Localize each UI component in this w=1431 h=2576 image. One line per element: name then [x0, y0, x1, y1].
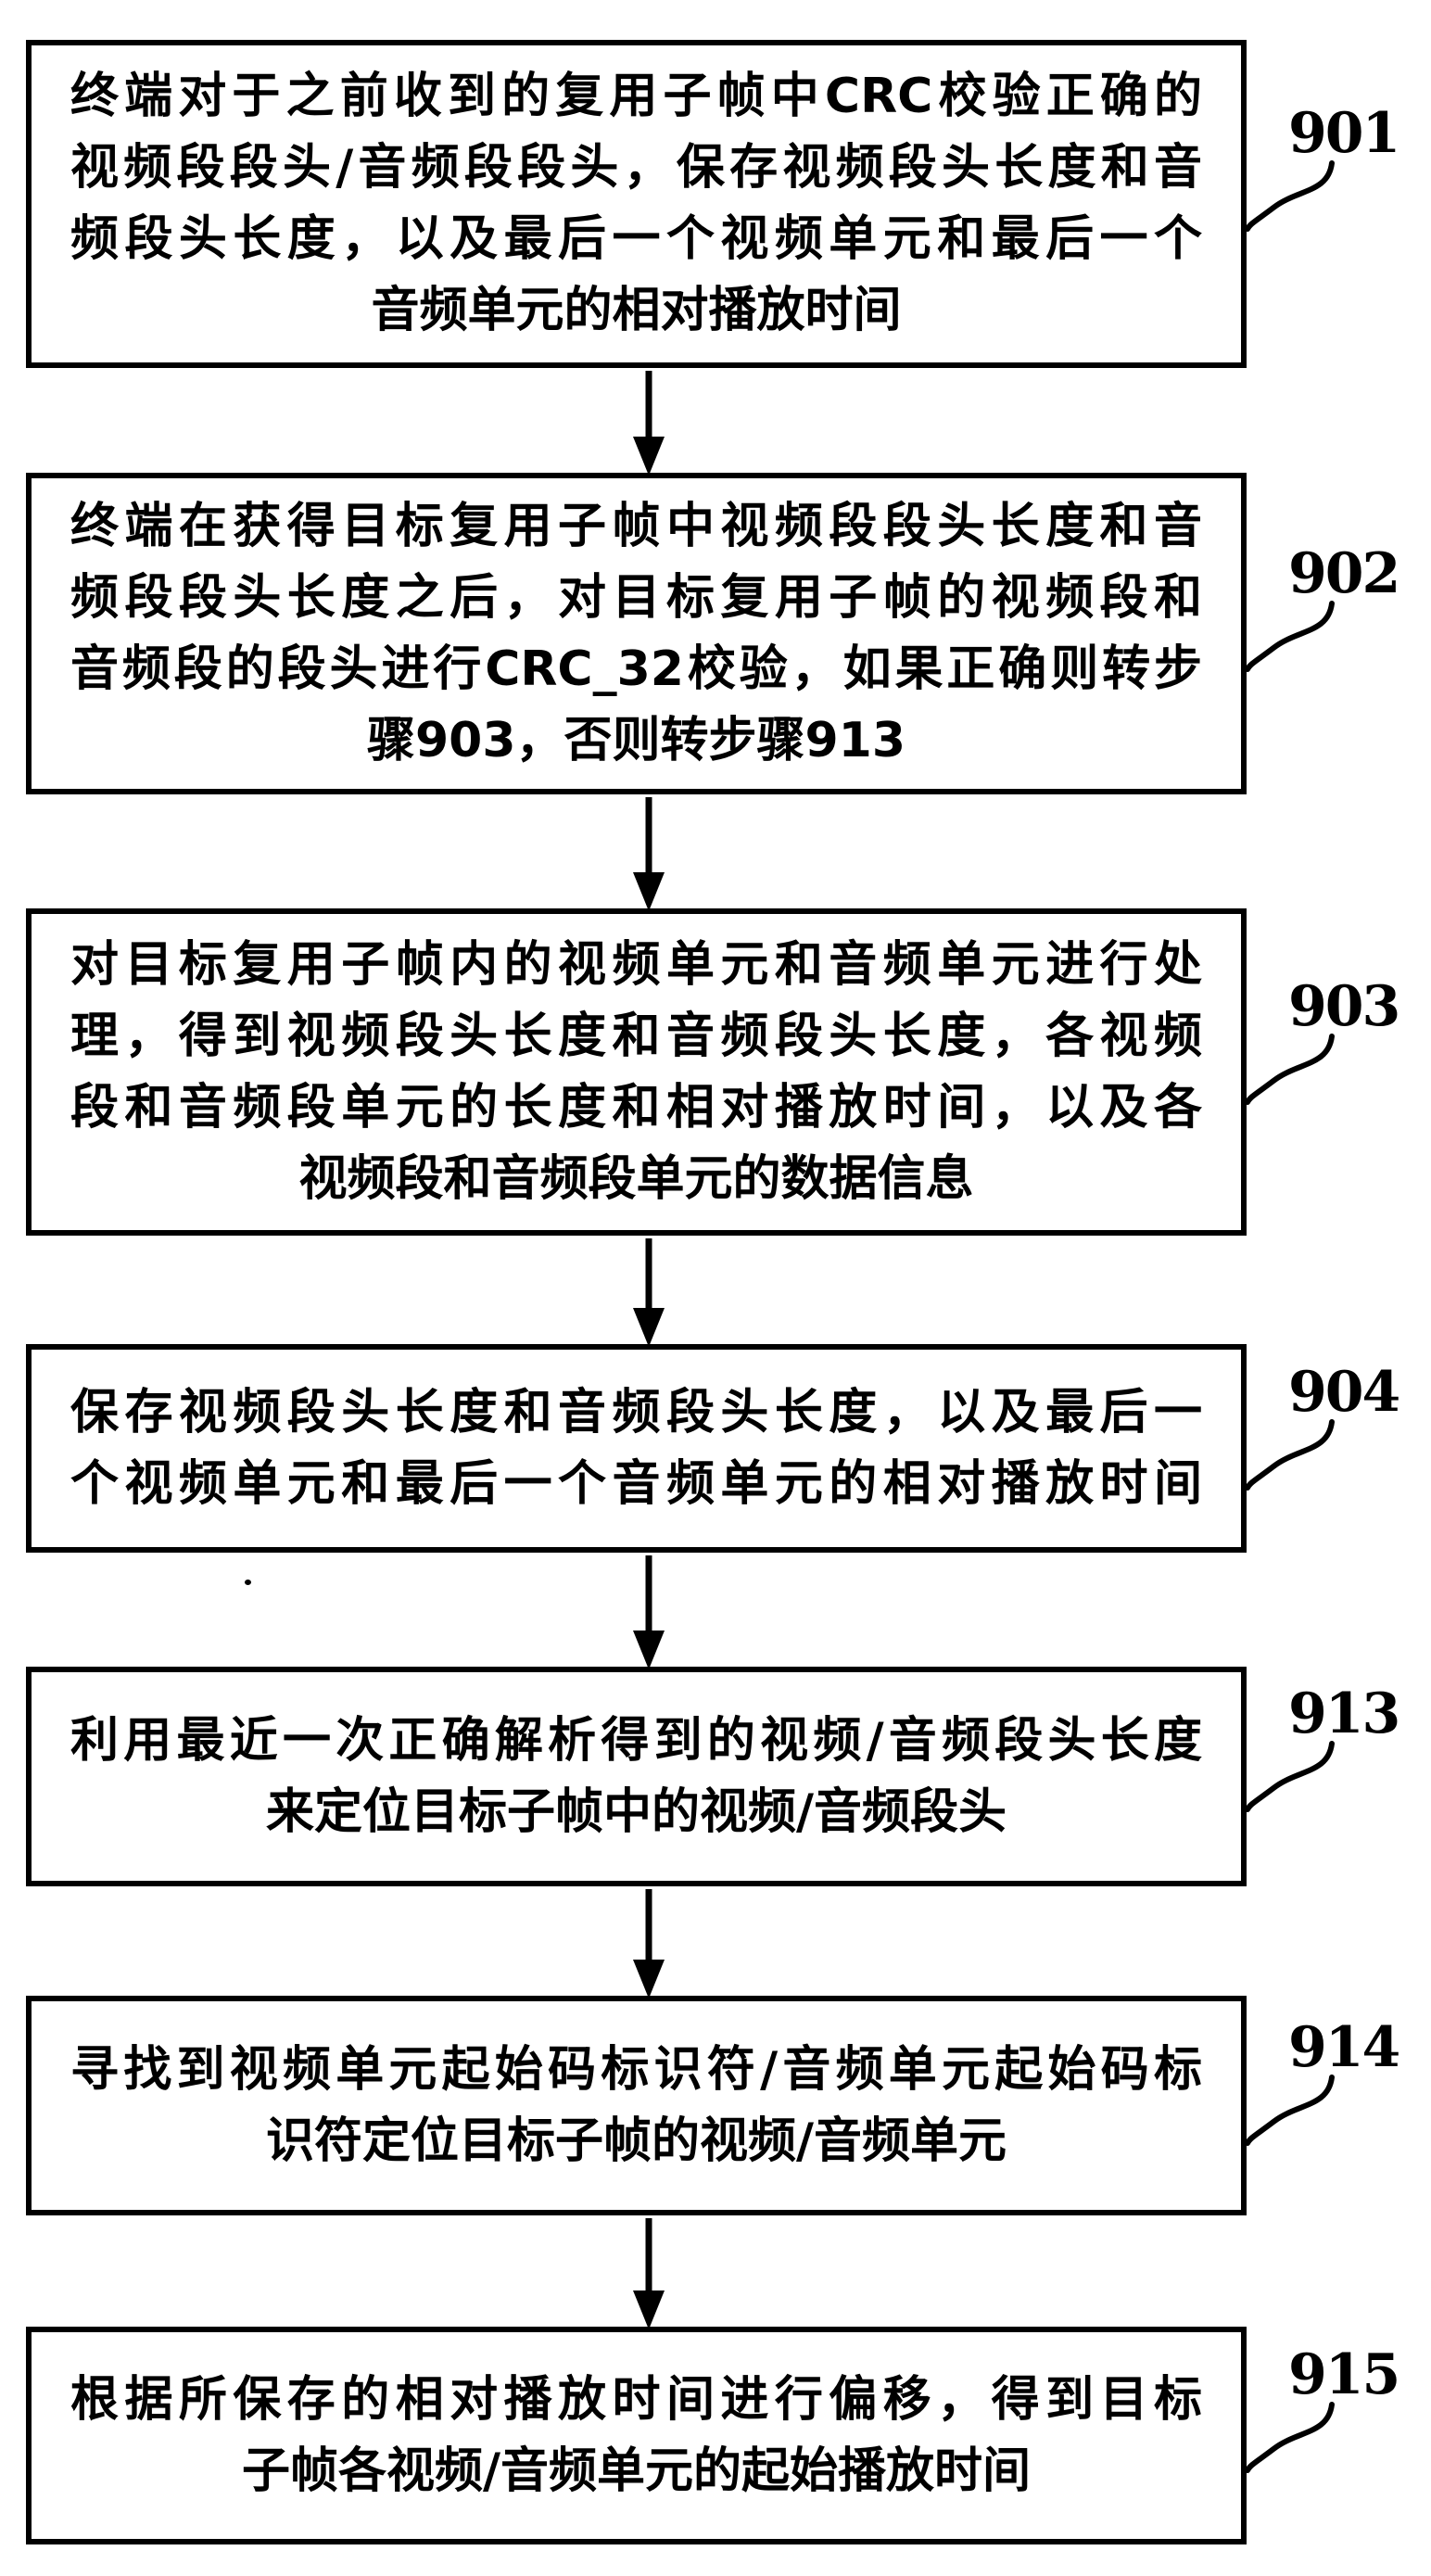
step-text-line: 终端在获得目标复用子帧中视频段段头长度和音 — [70, 498, 1202, 554]
label-leader-line-904 — [1245, 1419, 1335, 1491]
flow-step-903: 对目标复用子帧内的视频单元和音频单元进行处 理，得到视频段头长度和音频段头长度，… — [26, 908, 1247, 1236]
step-text-line: 根据所保存的相对播放时间进行偏移，得到目标 — [70, 2371, 1202, 2428]
step-number-913: 913 — [1288, 1681, 1400, 1746]
step-text-line: 识符定位目标子帧的视频/音频单元 — [266, 2113, 1007, 2169]
step-text-line: 骤903，否则转步骤913 — [366, 712, 906, 768]
step-number-902: 902 — [1288, 541, 1400, 606]
ink-dot — [245, 1580, 251, 1585]
step-number-901: 901 — [1288, 101, 1400, 166]
step-text-line: 音频单元的相对播放时间 — [371, 283, 902, 338]
label-leader-line-901 — [1245, 160, 1335, 232]
label-leader-line-902 — [1245, 601, 1335, 672]
step-text-line: 子帧各视频/音频单元的起始播放时间 — [242, 2443, 1031, 2499]
label-leader-line-913 — [1245, 1741, 1335, 1812]
step-text-line: 音频段的段头进行CRC_32校验，如果正确则转步 — [70, 641, 1202, 697]
step-text-line: 个视频单元和最后一个音频单元的相对播放时间 — [70, 1455, 1202, 1512]
step-number-903: 903 — [1288, 974, 1400, 1039]
flow-step-904: 保存视频段头长度和音频段头长度，以及最后一 个视频单元和最后一个音频单元的相对播… — [26, 1344, 1247, 1553]
flow-arrow-903-904 — [633, 1238, 665, 1347]
flow-arrow-913-914 — [633, 1889, 665, 1999]
step-number-915: 915 — [1288, 2342, 1400, 2407]
flow-arrow-904-913 — [633, 1555, 665, 1669]
step-text-line: 对目标复用子帧内的视频单元和音频单元进行处 — [70, 936, 1202, 993]
step-text-line: 视频段段头/音频段段头，保存视频段头长度和音 — [70, 140, 1202, 196]
step-text-line: 段和音频段单元的长度和相对播放时间，以及各 — [70, 1079, 1202, 1136]
flow-step-901: 终端对于之前收到的复用子帧中CRC校验正确的 视频段段头/音频段段头，保存视频段… — [26, 40, 1247, 368]
flow-step-902: 终端在获得目标复用子帧中视频段段头长度和音 频段段头长度之后，对目标复用子帧的视… — [26, 473, 1247, 794]
step-text-line: 理，得到视频段头长度和音频段头长度，各视频 — [70, 1008, 1202, 1064]
flow-step-914: 寻找到视频单元起始码标识符/音频单元起始码标 识符定位目标子帧的视频/音频单元 — [26, 1996, 1247, 2215]
step-number-904: 904 — [1288, 1360, 1400, 1425]
label-leader-line-903 — [1245, 1034, 1335, 1105]
step-text-line: 频段段头长度之后，对目标复用子帧的视频段和 — [70, 569, 1202, 626]
step-text-line: 利用最近一次正确解析得到的视频/音频段头长度 — [70, 1712, 1202, 1769]
flow-step-915: 根据所保存的相对播放时间进行偏移，得到目标 子帧各视频/音频单元的起始播放时间 — [26, 2327, 1247, 2544]
label-leader-line-915 — [1245, 2402, 1335, 2473]
label-leader-line-914 — [1245, 2075, 1335, 2146]
step-text-line: 保存视频段头长度和音频段头长度，以及最后一 — [70, 1384, 1202, 1440]
flow-arrow-901-902 — [633, 371, 665, 476]
flow-arrow-914-915 — [633, 2218, 665, 2329]
step-text-line: 来定位目标子帧中的视频/音频段头 — [266, 1783, 1007, 1840]
step-text-line: 视频段和音频段单元的数据信息 — [298, 1150, 974, 1207]
flow-step-913: 利用最近一次正确解析得到的视频/音频段头长度 来定位目标子帧中的视频/音频段头 — [26, 1667, 1247, 1886]
step-number-914: 914 — [1288, 2015, 1400, 2080]
step-text-line: 频段头长度，以及最后一个视频单元和最后一个 — [70, 211, 1202, 267]
step-text-line: 终端对于之前收到的复用子帧中CRC校验正确的 — [70, 69, 1202, 124]
step-text-line: 寻找到视频单元起始码标识符/音频单元起始码标 — [70, 2041, 1202, 2098]
flow-arrow-902-903 — [633, 797, 665, 911]
